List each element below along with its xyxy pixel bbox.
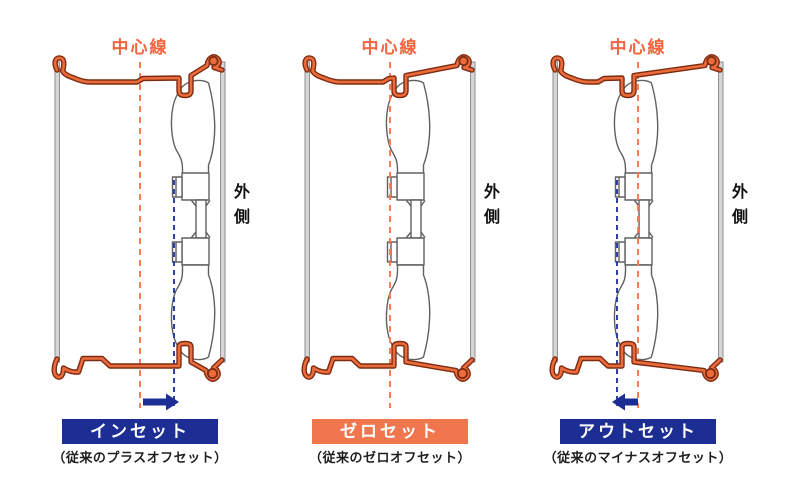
outer-wall: [718, 61, 724, 363]
rim-profile-bottom: [301, 340, 475, 382]
outer-side-label: 外側: [729, 183, 746, 233]
rim-flange-knob: [208, 55, 219, 67]
outset-caption: （従来のマイナスオフセット）: [543, 450, 733, 465]
wheel-disc: [385, 79, 431, 361]
inner-wall: [54, 61, 60, 363]
rim-profile-top: [302, 54, 475, 99]
rim-flange-knob: [206, 367, 218, 379]
inset-caption: （従来のプラスオフセット）: [52, 450, 228, 465]
center-line-label: 中心線: [609, 38, 667, 57]
outer-side-label: 外側: [231, 183, 248, 233]
inset-banner: インセット: [62, 419, 218, 444]
wheel-cross-section-outset: [549, 54, 724, 411]
center-line-label: 中心線: [361, 38, 419, 57]
inner-wall: [304, 61, 310, 363]
outset-banner: アウトセット: [560, 419, 716, 444]
center-line-label: 中心線: [111, 38, 169, 57]
rim-flange-knob: [456, 367, 468, 379]
wheel-cross-section-inset: [51, 54, 226, 411]
rim-flange-knob: [704, 367, 716, 379]
wheel-disc: [170, 79, 216, 361]
diagram-outset: 中心線 外側 アウトセット （従来のマイナスオフセット）: [538, 0, 798, 500]
zeroset-caption: （従来のゼロオフセット）: [308, 450, 471, 465]
wheel-cross-section-zeroset: [301, 54, 476, 408]
outer-side-label: 外側: [481, 183, 498, 233]
rim-flange-knob: [706, 55, 717, 67]
outer-wall: [220, 61, 226, 363]
zeroset-banner: ゼロセット: [312, 419, 468, 444]
offset-arrow-left-icon: [612, 393, 638, 411]
inner-wall: [552, 61, 558, 363]
diagram-inset: 中心線 外側 インセット （従来のプラスオフセット）: [40, 0, 300, 500]
diagram-zeroset: 中心線 外側 ゼロセット （従来のゼロオフセット）: [290, 0, 550, 500]
offset-arrow-right-icon: [143, 393, 179, 411]
wheel-disc: [613, 79, 659, 361]
outer-wall: [470, 61, 476, 363]
rim-flange-knob: [458, 55, 469, 67]
